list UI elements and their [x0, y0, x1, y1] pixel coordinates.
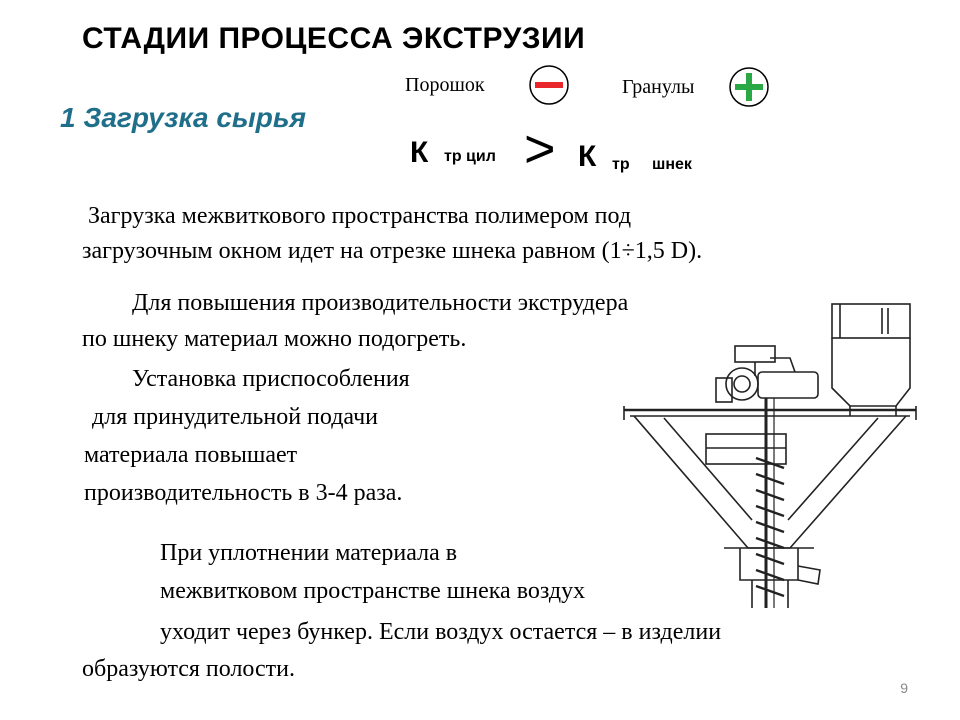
plus-circle-icon [729, 67, 769, 107]
paragraph-4-line-3: уходит через бункер. Если воздух остаетс… [160, 619, 722, 645]
formula-left-symbol: К [410, 136, 429, 169]
powder-label: Порошок [405, 74, 485, 96]
page-number: 9 [900, 680, 908, 696]
section-subtitle: 1 Загрузка сырья [60, 102, 307, 133]
minus-circle-icon [529, 65, 569, 105]
paragraph-3-line-2: для принудительной подачи [92, 404, 379, 430]
formula-right-subscript-1: тр [612, 156, 630, 173]
paragraph-4-line-1: При уплотнении материала в [160, 540, 458, 566]
extruder-feeder-diagram [623, 303, 917, 608]
paragraph-4-line-4: образуются полости. [82, 656, 296, 682]
paragraph-3-line-3: материала повышает [84, 442, 298, 468]
paragraph-1-line-2: загрузочным окном идет на отрезке шнека … [82, 238, 703, 264]
formula-right-symbol: К [578, 140, 597, 173]
paragraph-2-line-1: Для повышения производительности экструд… [132, 290, 629, 316]
paragraph-1-line-1: Загрузка межвиткового пространства полим… [88, 203, 632, 229]
paragraph-3-line-1: Установка приспособления [132, 366, 410, 392]
slide-title: СТАДИИ ПРОЦЕССА ЭКСТРУЗИИ [82, 22, 586, 55]
formula-right-subscript-2: шнек [652, 156, 692, 173]
paragraph-2-line-2: по шнеку материал можно подогреть. [82, 326, 467, 352]
paragraph-4-line-2: межвитковом пространстве шнека воздух [160, 578, 586, 604]
formula-operator: > [524, 119, 556, 179]
formula-left-subscript: тр цил [444, 148, 496, 165]
paragraph-3-line-4: производительность в 3-4 раза. [84, 480, 403, 506]
granules-label: Гранулы [622, 76, 695, 98]
